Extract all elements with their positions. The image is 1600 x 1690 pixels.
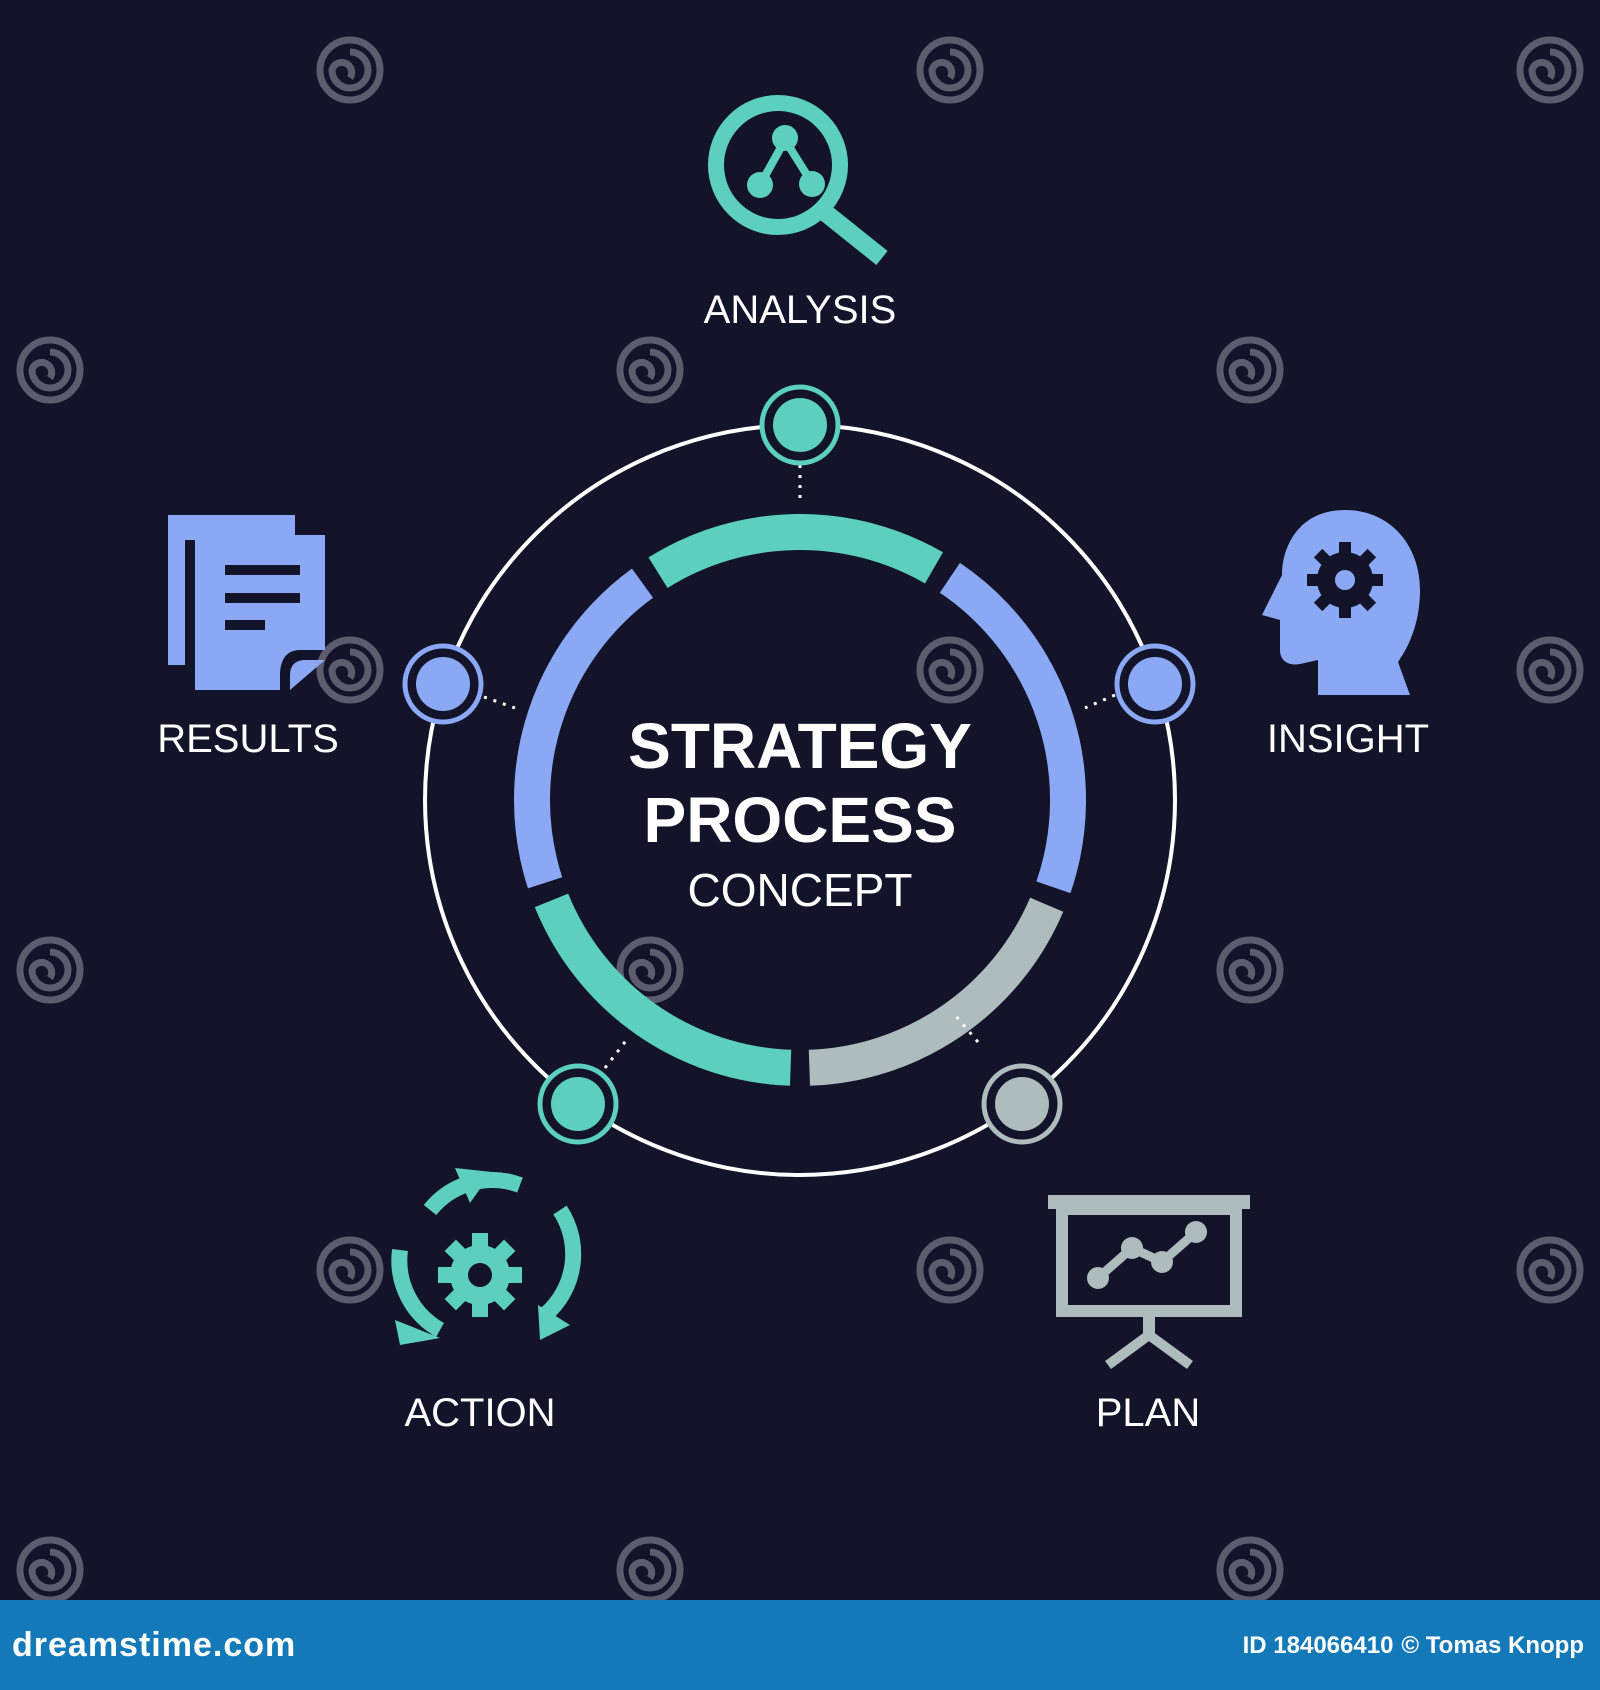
magnifier-network-icon (708, 95, 888, 266)
center-title-line1: STRATEGY (628, 710, 972, 782)
watermark-swirl-icon (20, 340, 80, 400)
segment-plan (808, 897, 1064, 1086)
label-action: ACTION (404, 1391, 555, 1435)
documents-icon (168, 515, 325, 690)
center-title-line2: PROCESS (644, 784, 957, 856)
label-results: RESULTS (157, 717, 339, 761)
head-gear-icon (1262, 510, 1420, 695)
node-analysis (759, 384, 841, 466)
watermark-swirl-icon (20, 940, 80, 1000)
watermark-swirl-icon (1520, 640, 1580, 700)
watermark-swirl-icon (320, 640, 380, 700)
connector-insight (1084, 693, 1116, 710)
watermark-swirl-icon (20, 1540, 80, 1600)
node-results (402, 643, 484, 725)
watermark-swirl-icon (920, 640, 980, 700)
connector-results (483, 695, 516, 710)
watermark-swirl-icon (920, 1240, 980, 1300)
segment-analysis (648, 514, 943, 589)
presentation-chart-icon (1048, 1195, 1250, 1370)
node-action (537, 1063, 619, 1145)
center-subtitle: CONCEPT (688, 864, 913, 916)
watermark-swirl-icon (320, 1240, 380, 1300)
watermark-swirl-icon (1520, 1240, 1580, 1300)
cycle-gear-icon (391, 1168, 582, 1345)
label-plan: PLAN (1096, 1391, 1201, 1435)
node-insight (1114, 643, 1196, 725)
watermark-swirl-icon (620, 340, 680, 400)
connector-action (603, 1037, 630, 1069)
label-insight: INSIGHT (1267, 717, 1429, 761)
label-analysis: ANALYSIS (704, 288, 897, 332)
footer-brand[interactable]: dreamstime.com (12, 1626, 297, 1664)
watermark-swirl-icon (320, 40, 380, 100)
image-id: ID 184066410 (1242, 1632, 1394, 1659)
watermark-swirl-icon (1520, 40, 1580, 100)
segment-results (514, 568, 654, 889)
watermark-swirl-icon (1220, 1540, 1280, 1600)
segment-insight (939, 562, 1086, 894)
strategy-process-diagram: STRATEGY PROCESS CONCEPT ANALYSIS (0, 0, 1600, 1600)
watermark-swirl-icon (1220, 940, 1280, 1000)
footer-bar: dreamstime.com ID 184066410 © Tomas Knopp (0, 1600, 1600, 1690)
watermark-swirl-icon (620, 1540, 680, 1600)
segment-action (534, 893, 792, 1086)
watermark-swirl-icon (1220, 340, 1280, 400)
watermark-swirl-icon (920, 40, 980, 100)
author-credit: © Tomas Knopp (1401, 1632, 1584, 1659)
footer-credit: ID 184066410 © Tomas Knopp (1235, 1632, 1584, 1660)
node-plan (981, 1063, 1063, 1145)
